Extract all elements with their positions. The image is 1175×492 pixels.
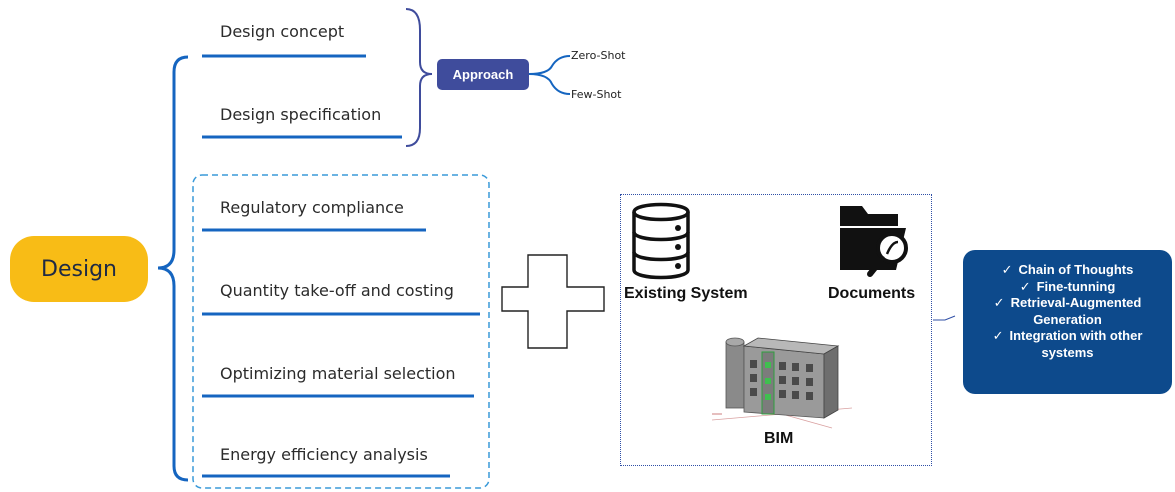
approach-label: Approach [452, 67, 514, 82]
technique-item: ✓ Retrieval-Augmented Generation [969, 295, 1166, 328]
technique-label: Retrieval-Augmented Generation [1010, 295, 1142, 327]
existing-system-label: Existing System [624, 285, 748, 302]
bim-building-icon [712, 337, 852, 429]
branch-zero-shot [528, 55, 571, 75]
technique-item: ✓ Integration with other systems [969, 328, 1166, 361]
root-label: Design [41, 256, 117, 282]
dashed-group-box [192, 174, 490, 489]
technique-item: ✓ Fine-tunning [969, 279, 1166, 296]
root-design-node: Design [10, 236, 148, 302]
bim-label: BIM [764, 430, 794, 447]
approach-zero-shot: Zero-Shot [571, 49, 626, 62]
check-icon: ✓ [993, 295, 1005, 310]
system-box [620, 194, 932, 466]
task-energy-efficiency: Energy efficiency analysis [220, 445, 428, 464]
check-icon: ✓ [1019, 278, 1031, 294]
branch-few-shot [528, 73, 571, 95]
approach-brace [405, 8, 433, 147]
task-design-specification: Design specification [220, 105, 382, 124]
technique-label: Chain of Thoughts [1018, 262, 1134, 277]
task-regulatory-compliance: Regulatory compliance [220, 198, 404, 217]
task-design-concept: Design concept [220, 22, 345, 41]
technique-label: Fine-tunning [1036, 278, 1116, 294]
main-brace [157, 55, 189, 482]
approach-few-shot: Few-Shot [571, 88, 622, 101]
system-to-technique-connector [933, 315, 956, 321]
task-quantity-takeoff: Quantity take-off and costing [220, 281, 454, 300]
approach-node: Approach [437, 59, 529, 90]
techniques-box: ✓Chain of Thoughts ✓Fine-tunning ✓Retrie… [963, 250, 1172, 394]
plus-shape [501, 254, 605, 349]
folder-search-icon [840, 206, 908, 277]
documents-label: Documents [828, 285, 916, 302]
technique-item: ✓ Chain of Thoughts [969, 262, 1166, 279]
check-icon: ✓ [1001, 262, 1013, 277]
database-icon [632, 202, 690, 280]
task-material-selection: Optimizing material selection [220, 364, 456, 383]
technique-label: Integration with other systems [1009, 328, 1143, 360]
check-icon: ✓ [992, 328, 1004, 343]
